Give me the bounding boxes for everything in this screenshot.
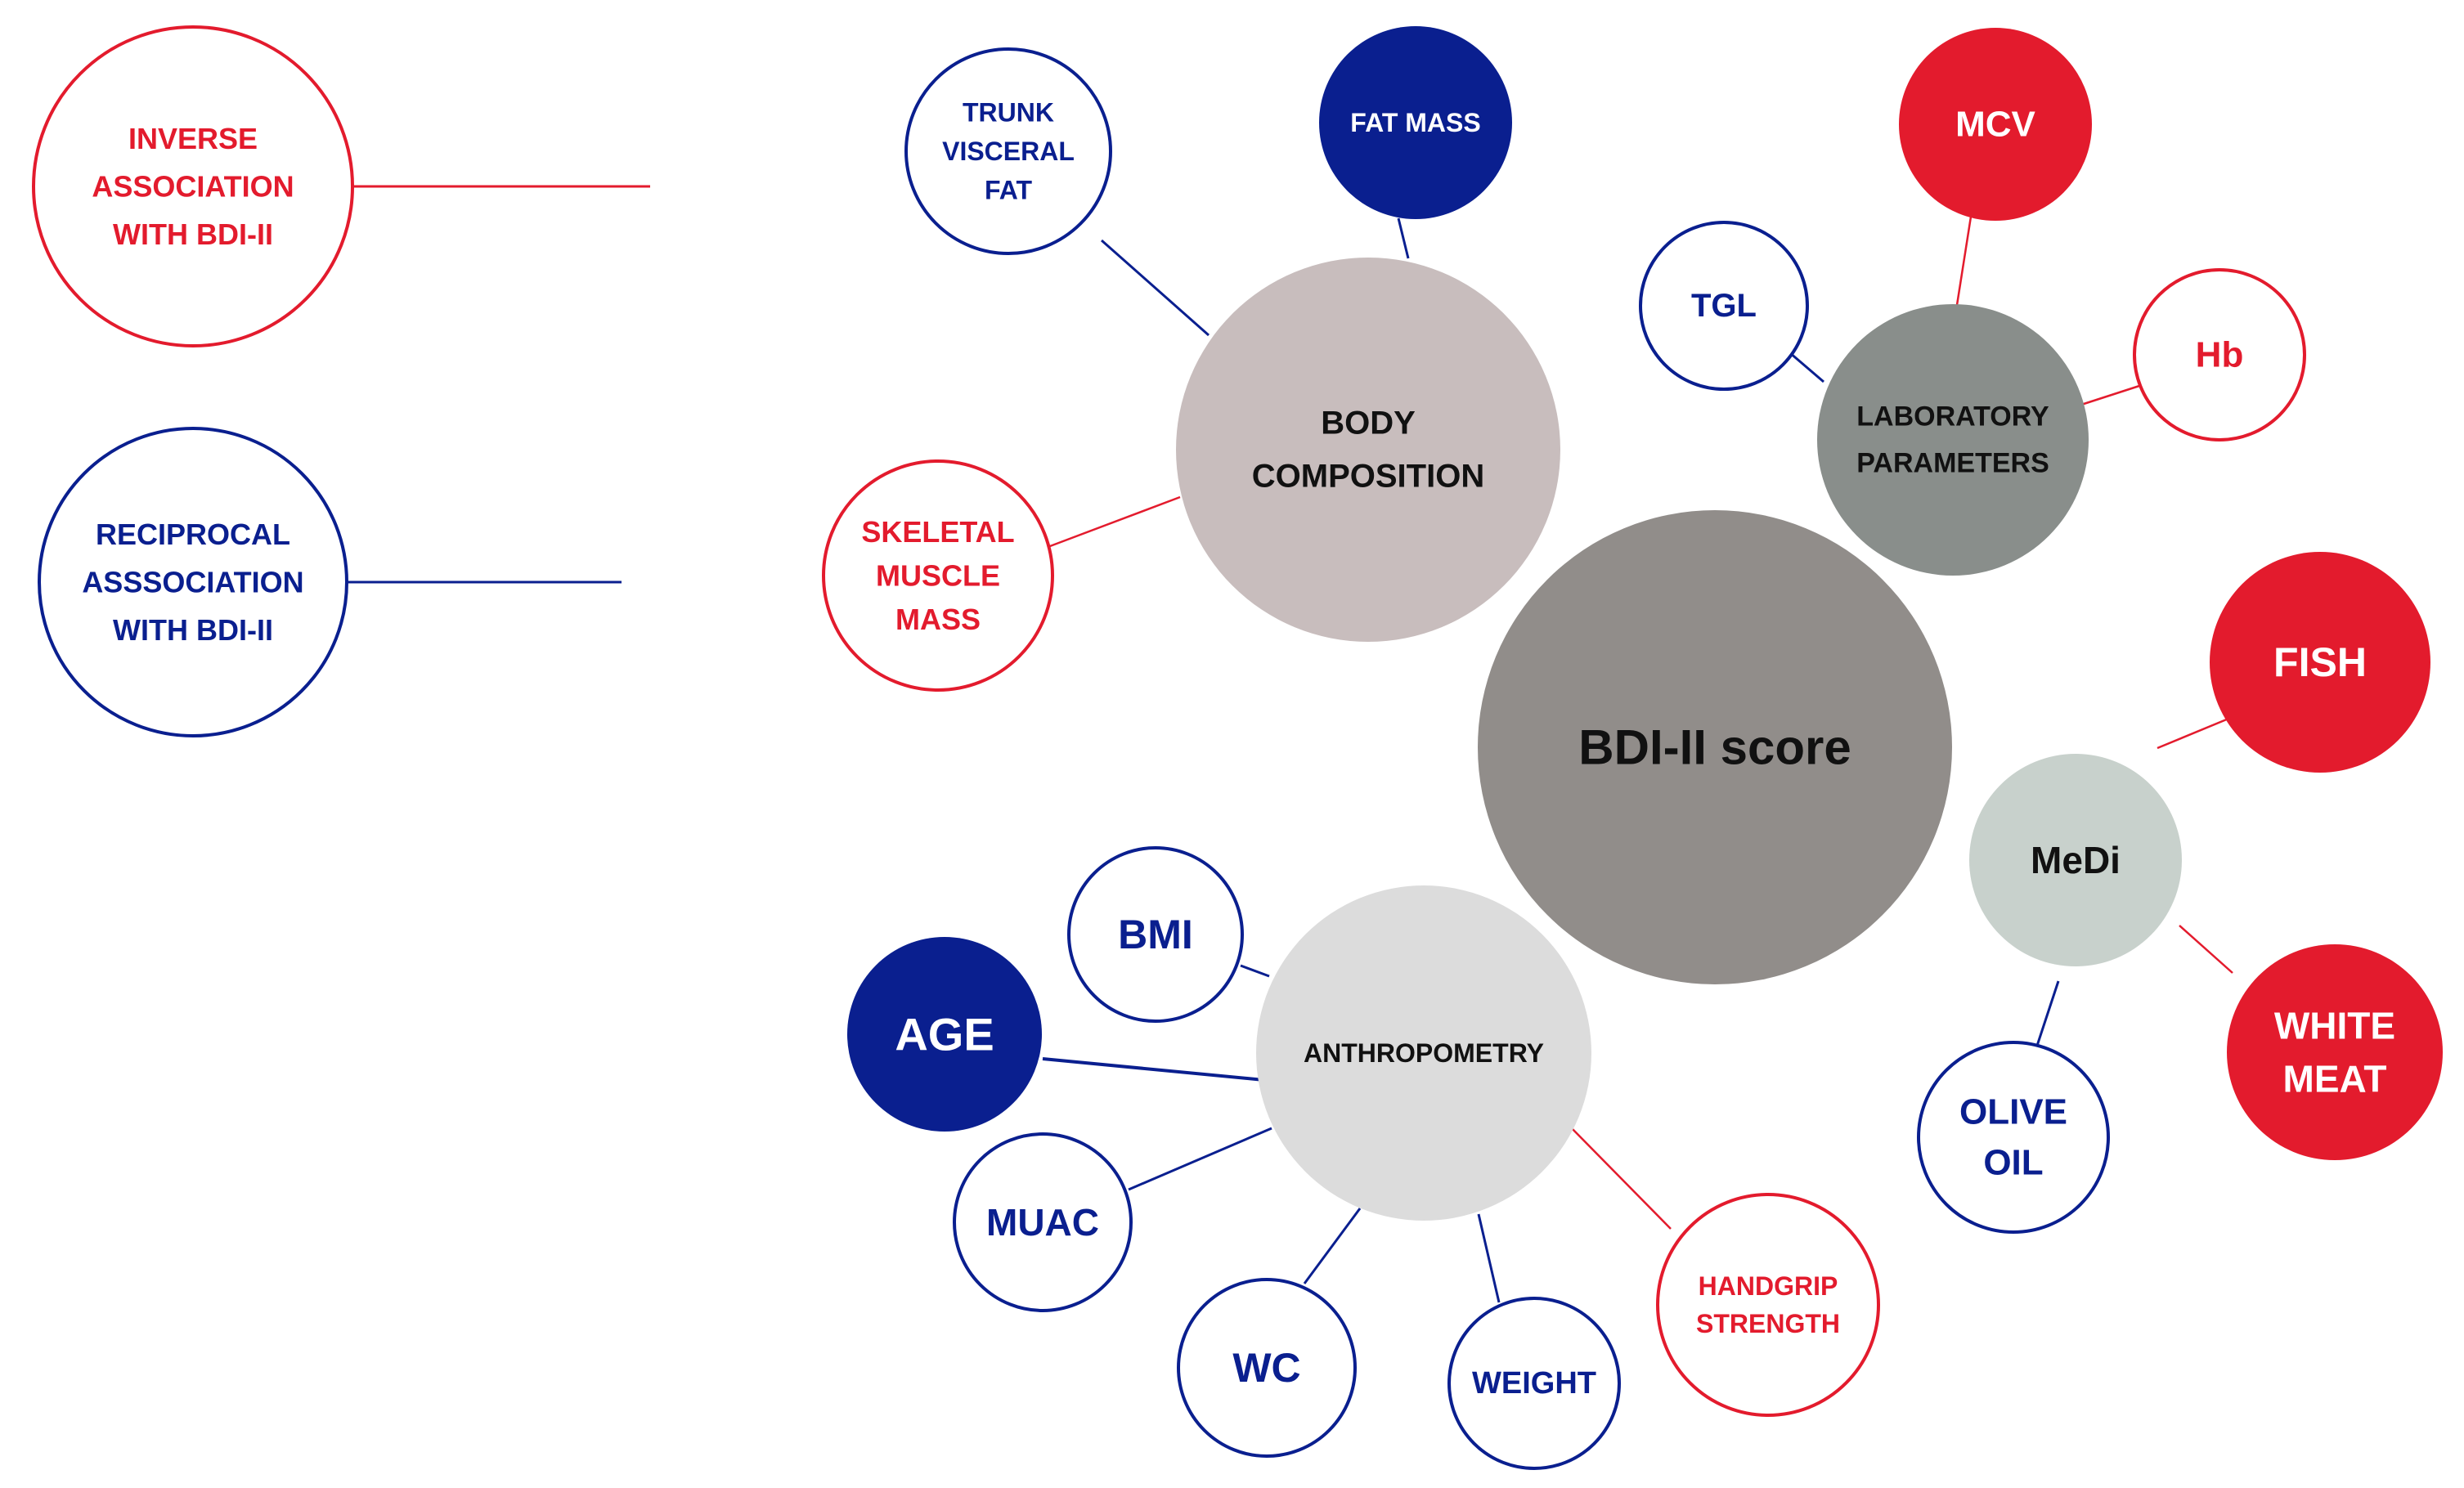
node-trunk-visceral-fat-label-line-3: FAT <box>985 175 1033 204</box>
group-body-composition-circle <box>1176 258 1560 642</box>
node-skeletal-muscle-mass-label-line-2: MUSCLE <box>876 559 1000 593</box>
connector-olive-oil <box>2033 980 2060 1054</box>
group-laboratory-parameters-circle <box>1817 304 2089 576</box>
node-olive-oil-label-line-2: OIL <box>1983 1143 2043 1183</box>
node-hb: Hb <box>2133 268 2306 441</box>
node-mcv-circle <box>1899 28 2092 221</box>
node-wc: WC <box>1177 1278 1357 1458</box>
node-skeletal-muscle-mass-circle <box>822 459 1054 692</box>
node-bmi: BMI <box>1067 846 1244 1023</box>
node-fat-mass-circle <box>1319 26 1512 219</box>
node-hb-circle <box>2133 268 2306 441</box>
connector-handgrip <box>1569 1126 1672 1230</box>
group-laboratory-parameters-label-line-1: LABORATORY <box>1856 401 2049 432</box>
node-white-meat: WHITE MEAT <box>2227 944 2443 1160</box>
node-wc-circle <box>1177 1278 1357 1458</box>
node-muac-label-line-1: MUAC <box>986 1201 1099 1244</box>
node-muac: MUAC <box>953 1132 1133 1312</box>
connector-tgl <box>1789 351 1824 383</box>
node-weight-label-line-1: WEIGHT <box>1472 1366 1596 1401</box>
node-handgrip-strength-label-line-2: STRENGTH <box>1696 1309 1840 1338</box>
node-handgrip-strength-circle <box>1656 1193 1880 1417</box>
node-wc-label-line-1: WC <box>1232 1345 1300 1391</box>
legend-reciprocal: RECIPROCAL ASSSOCIATION WITH BDI-II <box>38 427 348 737</box>
legend-reciprocal-label-line-1: RECIPROCAL <box>96 518 290 551</box>
node-age-circle <box>847 937 1042 1132</box>
legend-reciprocal-circle <box>38 427 348 737</box>
node-muac-circle <box>953 1132 1133 1312</box>
node-trunk-visceral-fat: TRUNK VISCERAL FAT <box>904 47 1112 255</box>
group-body-composition: BODY COMPOSITION <box>1176 258 1560 642</box>
connector-trunk-visceral-fat <box>1101 239 1210 337</box>
node-tgl: TGL <box>1639 221 1809 391</box>
group-anthropometry-circle <box>1256 885 1591 1221</box>
node-bmi-label-line-1: BMI <box>1118 912 1193 957</box>
legend-inverse-label-line-3: WITH BDI-II <box>113 217 273 251</box>
connector-age <box>1042 1057 1273 1082</box>
node-white-meat-circle <box>2227 944 2443 1160</box>
node-hb-label-line-1: Hb <box>2196 335 2244 375</box>
group-body-composition-label-line-2: COMPOSITION <box>1252 458 1484 494</box>
node-skeletal-muscle-mass: SKELETAL MUSCLE MASS <box>822 459 1054 692</box>
group-laboratory-parameters-label-line-2: PARAMETERS <box>1856 448 2049 479</box>
node-fish: FISH <box>2210 552 2430 773</box>
node-age-label-line-1: AGE <box>895 1009 994 1060</box>
node-weight: WEIGHT <box>1447 1297 1621 1470</box>
node-white-meat-label-line-2: MEAT <box>2283 1058 2387 1100</box>
connector-hb <box>2080 384 2140 406</box>
connector-skeletal-muscle-mass <box>1049 495 1181 548</box>
group-medi-circle <box>1969 754 2182 966</box>
connector-fat-mass <box>1397 217 1410 259</box>
node-tgl-circle <box>1639 221 1809 391</box>
node-olive-oil: OLIVE OIL <box>1917 1041 2110 1234</box>
group-laboratory-parameters: LABORATORY PARAMETERS <box>1817 304 2089 576</box>
legend-reciprocal-label-line-2: ASSSOCIATION <box>82 566 303 599</box>
node-olive-oil-label-line-1: OLIVE <box>1959 1091 2067 1132</box>
node-skeletal-muscle-mass-label-line-3: MASS <box>895 603 981 636</box>
connector-wc <box>1303 1208 1362 1284</box>
legend-inverse: INVERSE ASSOCIATION WITH BDI-II <box>32 25 354 347</box>
connector-mcv <box>1955 216 1973 306</box>
legend-inverse-label-line-1: INVERSE <box>128 122 258 155</box>
node-trunk-visceral-fat-circle <box>904 47 1112 255</box>
center-bdi-score-label-line-1: BDI-II score <box>1578 720 1851 775</box>
node-trunk-visceral-fat-label-line-2: VISCERAL <box>942 137 1075 166</box>
node-bmi-circle <box>1067 846 1244 1023</box>
node-fish-label-line-1: FISH <box>2273 639 2367 685</box>
node-tgl-label-line-1: TGL <box>1691 288 1757 324</box>
connector-muac <box>1128 1127 1272 1191</box>
connector-white-meat <box>2179 925 2233 974</box>
connector-fish <box>2157 717 2229 750</box>
center-bdi-score: BDI-II score <box>1478 510 1952 984</box>
node-handgrip-strength-label-line-1: HANDGRIP <box>1699 1271 1838 1301</box>
legend-inverse-label-line-2: ASSOCIATION <box>92 170 294 204</box>
group-body-composition-label-line-1: BODY <box>1321 406 1416 441</box>
node-handgrip-strength: HANDGRIP STRENGTH <box>1656 1193 1880 1417</box>
node-mcv: MCV <box>1899 28 2092 221</box>
node-olive-oil-circle <box>1917 1041 2110 1234</box>
center-bdi-score-circle <box>1478 510 1952 984</box>
node-weight-circle <box>1447 1297 1621 1470</box>
connector-bmi <box>1240 964 1270 978</box>
node-fat-mass: FAT MASS <box>1319 26 1512 219</box>
node-skeletal-muscle-mass-label-line-1: SKELETAL <box>861 515 1014 549</box>
node-fat-mass-label-line-1: FAT MASS <box>1350 108 1480 137</box>
node-age: AGE <box>847 937 1042 1132</box>
group-anthropometry-label-line-1: ANTHROPOMETRY <box>1304 1038 1544 1068</box>
node-white-meat-label-line-1: WHITE <box>2274 1004 2395 1047</box>
legend-reciprocal-label-line-3: WITH BDI-II <box>113 613 273 647</box>
connector-weight <box>1477 1213 1501 1303</box>
group-medi-label-line-1: MeDi <box>2031 839 2121 881</box>
node-mcv-label-line-1: MCV <box>1955 105 2035 145</box>
group-anthropometry: ANTHROPOMETRY <box>1256 885 1591 1221</box>
legend-inverse-circle <box>32 25 354 347</box>
node-fish-circle <box>2210 552 2430 773</box>
node-trunk-visceral-fat-label-line-1: TRUNK <box>963 98 1054 128</box>
group-medi: MeDi <box>1969 754 2182 966</box>
